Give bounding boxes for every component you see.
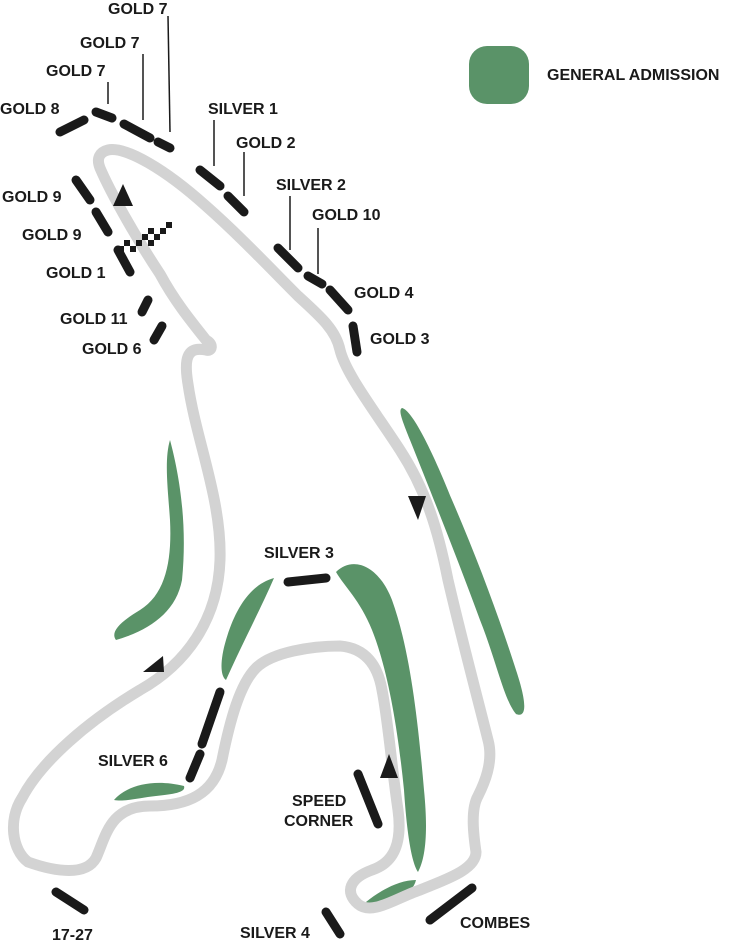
direction-arrow-3 xyxy=(143,656,164,672)
direction-arrow-1 xyxy=(113,184,133,206)
label-silver2: SILVER 2 xyxy=(276,177,346,194)
grandstand-gold9-b xyxy=(91,207,113,237)
direction-arrow-4 xyxy=(380,754,398,778)
ga-zone-left xyxy=(114,440,184,640)
label-gold11: GOLD 11 xyxy=(60,311,128,328)
grandstand-gold7-a xyxy=(91,107,117,123)
label-17-27: 17-27 xyxy=(52,927,93,942)
label-gold3: GOLD 3 xyxy=(370,331,430,348)
circuit-track xyxy=(7,144,496,914)
label-gold2: GOLD 2 xyxy=(236,135,296,152)
label-gold9-b: GOLD 9 xyxy=(22,227,82,244)
grandstand-silver4 xyxy=(321,907,345,939)
label-silver4: SILVER 4 xyxy=(240,925,310,942)
leader-gold7-a xyxy=(167,15,171,133)
label-gold7-c: GOLD 7 xyxy=(46,63,106,80)
label-gold1: GOLD 1 xyxy=(46,265,106,282)
label-gold7-a: GOLD 7 xyxy=(108,1,168,18)
grandstand-silver2 xyxy=(273,243,303,273)
grandstand-gold8 xyxy=(55,115,89,137)
ga-zone-bottom xyxy=(366,880,416,907)
grandstand-gold1 xyxy=(113,245,135,277)
label-gold10: GOLD 10 xyxy=(312,207,381,224)
legend-swatch xyxy=(469,46,529,104)
ga-zone-center xyxy=(221,578,274,680)
label-speed-corner-2: CORNER xyxy=(284,813,354,830)
grandstand-silver3 xyxy=(283,573,331,587)
grandstand-gold6 xyxy=(149,321,167,345)
ga-zone-right xyxy=(400,408,525,715)
label-gold6: GOLD 6 xyxy=(82,341,142,358)
grandstand-combes xyxy=(425,883,477,925)
direction-arrow-2 xyxy=(408,496,426,520)
label-speed-corner-1: SPEED xyxy=(292,793,346,810)
grandstand-speed-corner xyxy=(353,769,383,829)
legend-label: GENERAL ADMISSION xyxy=(547,67,719,84)
label-gold9-a: GOLD 9 xyxy=(2,189,62,206)
grandstand-gold3 xyxy=(348,321,362,357)
grandstand-gold7-c xyxy=(153,137,175,153)
grandstand-gold10 xyxy=(303,271,327,289)
ga-zone-silver6 xyxy=(114,782,185,801)
label-combes: COMBES xyxy=(460,915,531,932)
label-gold7-b: GOLD 7 xyxy=(80,35,140,52)
grandstand-silver1 xyxy=(195,165,225,191)
grandstand-silver6-a xyxy=(197,687,225,749)
grandstand-gold4 xyxy=(325,285,353,315)
label-silver6: SILVER 6 xyxy=(98,753,168,770)
ga-zone-long-center xyxy=(336,564,426,872)
grandstand-17-27 xyxy=(51,887,89,915)
label-gold8: GOLD 8 xyxy=(0,101,60,118)
grandstand-silver6-b xyxy=(185,749,205,783)
label-silver3: SILVER 3 xyxy=(264,545,334,562)
grandstand-gold9-a xyxy=(71,175,95,205)
grandstand-gold11 xyxy=(137,295,153,317)
label-gold4: GOLD 4 xyxy=(354,285,414,302)
grandstand-gold2 xyxy=(223,191,249,217)
label-silver1: SILVER 1 xyxy=(208,101,278,118)
grandstand-gold7-b xyxy=(119,119,155,143)
